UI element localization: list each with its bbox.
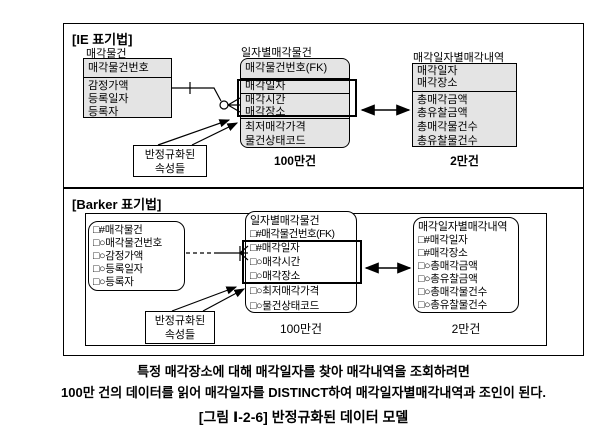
ie-section-label: [IE 표기법]	[72, 32, 133, 47]
barker-entity-daily-auction: 일자별매각물건 □#매각물건번호(FK) □#매각일자 □○매각시간 □○매각장…	[245, 211, 357, 313]
entity-attr-row: 감정가액	[88, 80, 129, 92]
record-count-label: 2만건	[451, 322, 481, 336]
entity-attr-row: 총매각금액	[417, 94, 468, 106]
figure-outer-border	[63, 23, 584, 356]
callout-text: 반정규화된	[154, 315, 206, 327]
record-count-label: 100만건	[273, 154, 317, 168]
callout-text: 속성들	[164, 329, 196, 341]
barker-entity-auction-summary: 매각일자별매각내역 □#매각일자 □#매각장소 □○총매각금액 □○총유찰금액 …	[413, 217, 519, 313]
entity-attr-row: □○최저매각가격	[250, 285, 320, 297]
entity-attr-row: □○매각시간	[250, 256, 301, 268]
caption-line-1: 특정 매각장소에 대해 매각일자를 찾아 매각내역을 조회하려면	[137, 364, 470, 379]
entity-key-row: 매각물건번호(FK)	[241, 59, 349, 79]
ie-entity-auction-item: 매각물건번호 감정가액 등록일자 등록자	[83, 58, 172, 118]
panel-divider-line	[63, 187, 584, 189]
caption-line-2: 100만 건의 데이터를 읽어 매각일자를 DISTINCT하여 매각일자별매각…	[61, 385, 546, 400]
entity-attr-row: 매각시간	[245, 94, 286, 106]
ie-entity-title-auction-summary: 매각일자별매각내역	[413, 52, 505, 64]
entity-title-row: 매각일자별매각내역	[418, 221, 508, 233]
entity-attr-row: 매각일자	[241, 79, 349, 94]
entity-attr-row: □○물건상태코드	[250, 300, 320, 312]
record-count-label: 100만건	[279, 322, 323, 336]
entity-attr-row: 최저매각가격	[245, 121, 306, 133]
denormalized-highlight-rect-barker	[242, 240, 362, 284]
ie-entity-title-auction-item: 매각물건	[86, 48, 127, 60]
denormalized-highlight-rect-ie	[237, 79, 357, 117]
entity-attr-row: □#매각장소	[418, 247, 468, 259]
entity-attr-row: □○총매각금액	[418, 260, 478, 272]
barker-section-label: [Barker 표기법]	[72, 197, 162, 212]
ie-entity-auction-summary: 매각일자 매각장소 총매각금액 총유찰금액 총매각물건수 총유찰물건수	[412, 63, 517, 147]
entity-attr-row: □○등록자	[93, 276, 134, 288]
entity-attr-row: □○감정가액	[93, 250, 144, 262]
record-count-label: 2만건	[450, 154, 479, 168]
callout-text: 반정규화된	[144, 149, 196, 161]
entity-key-row: 매각장소	[413, 77, 516, 92]
barker-entity-auction-item: □#매각물건 □○매각물건번호 □○감정가액 □○등록일자 □○등록자	[88, 221, 185, 291]
figure-caption: [그림 Ⅰ-2-6] 반정규화된 데이터 모델	[198, 409, 409, 425]
entity-key-row: 매각일자	[417, 65, 458, 77]
entity-attr-row: 총유찰금액	[417, 107, 468, 119]
entity-attr-row: □○총매각물건수	[418, 286, 488, 298]
denormalized-callout-barker: 반정규화된 속성들	[145, 311, 215, 344]
entity-attr-row: □○총유찰금액	[418, 273, 478, 285]
denormalized-callout-ie: 반정규화된 속성들	[133, 145, 207, 177]
entity-attr-row: 총매각물건수	[417, 121, 478, 133]
ie-entity-title-daily-auction: 일자별매각물건	[241, 47, 312, 59]
entity-attr-row: 등록자	[88, 106, 119, 118]
entity-attr-row: □○등록일자	[93, 263, 144, 275]
entity-attr-row: □#매각물건번호(FK)	[250, 228, 335, 240]
entity-attr-row: □○총유찰물건수	[418, 299, 488, 311]
entity-title-row: 일자별매각물건	[250, 215, 320, 227]
callout-text: 속성들	[154, 163, 186, 175]
entity-attr-row: 물건상태코드	[245, 135, 306, 147]
entity-key-row: 매각물건번호	[84, 59, 171, 78]
entity-attr-row: □#매각일자	[250, 242, 300, 254]
entity-attr-row: □#매각일자	[418, 234, 468, 246]
entity-attr-row: 등록일자	[88, 93, 129, 105]
entity-attr-row: □○매각물건번호	[93, 237, 163, 249]
entity-attr-row: 총유찰물건수	[417, 135, 478, 147]
ie-entity-daily-auction: 매각물건번호(FK) 매각일자 매각시간 매각장소 최저매각가격 물건상태코드	[240, 58, 350, 148]
entity-attr-row: □○매각장소	[250, 270, 301, 282]
entity-attr-row: □#매각물건	[93, 224, 143, 236]
